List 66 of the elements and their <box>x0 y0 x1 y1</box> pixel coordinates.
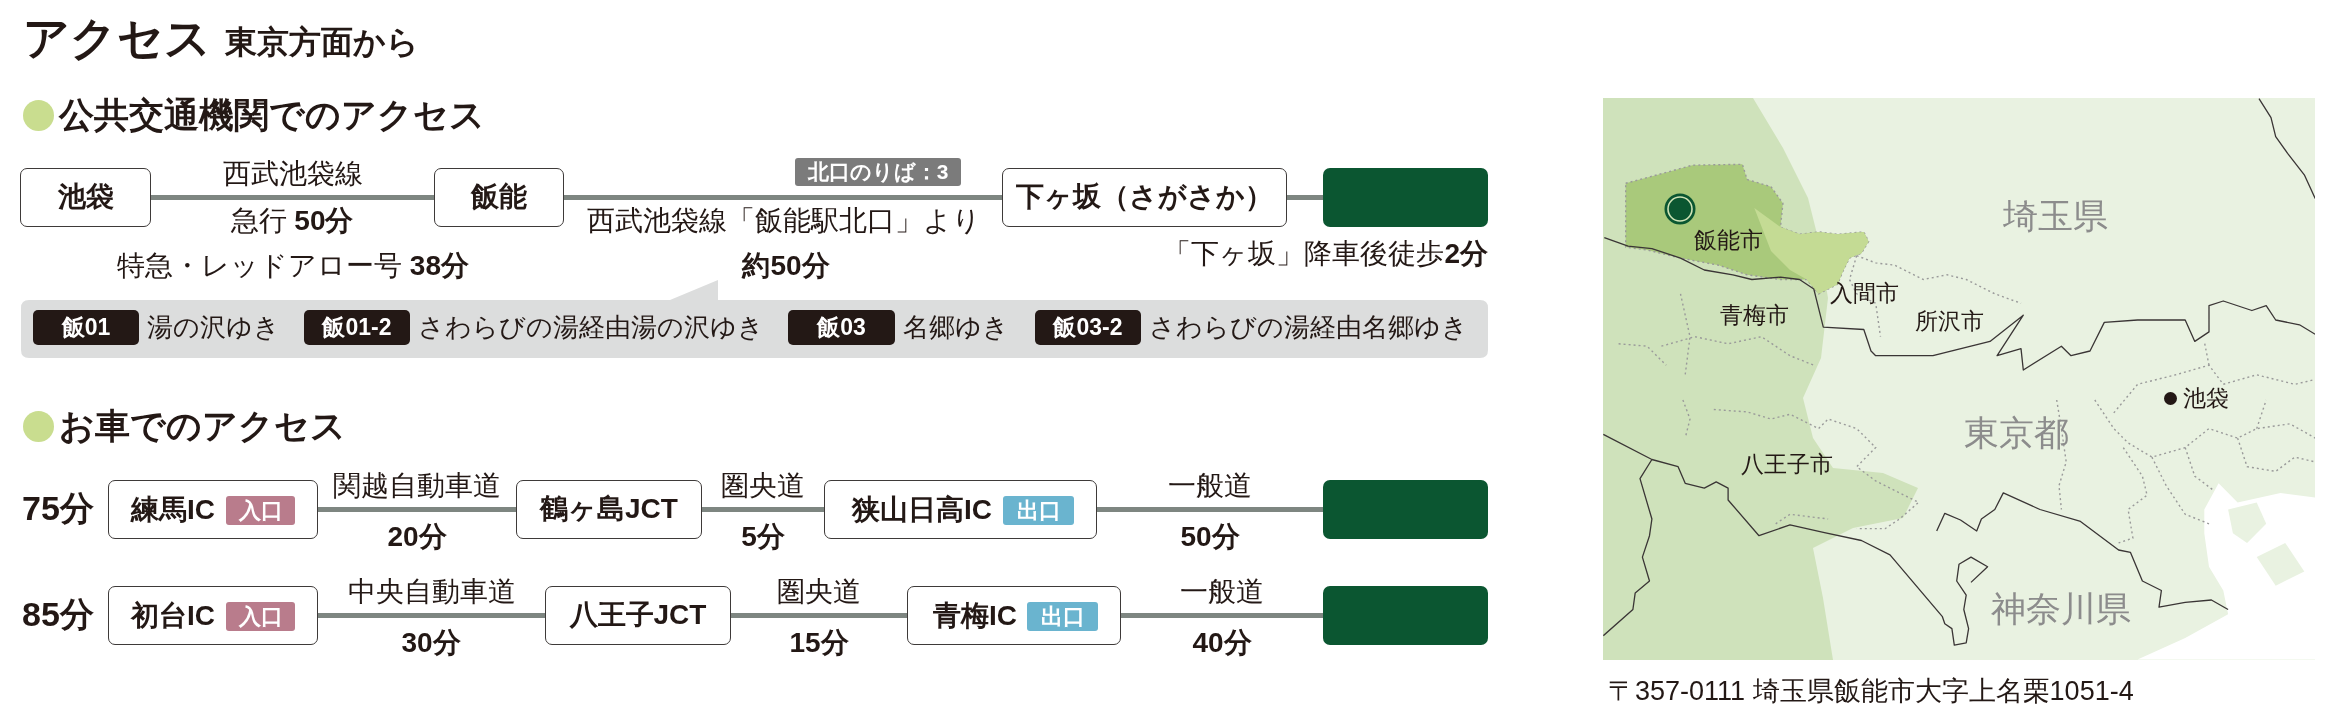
travel-time: 急行 50分 <box>230 205 354 238</box>
interchange-box <box>824 480 1097 539</box>
station-box: 池袋 <box>20 168 151 227</box>
travel-time: 50分 <box>1180 521 1240 554</box>
prefecture-name: 埼玉県 <box>2003 196 2108 237</box>
entrance-tag: 入口 <box>226 496 295 525</box>
bus-number-tag: 飯03-2 <box>1035 310 1141 345</box>
place-name: 入間市 <box>1830 280 1899 307</box>
bus-stop-tag: 北口のりば：3 <box>795 158 961 186</box>
travel-time: 20分 <box>387 521 447 554</box>
route-line <box>1287 195 1323 200</box>
address-text: 〒357-0111 埼玉県飯能市大字上名栗1051-4 <box>1608 676 2134 708</box>
destination-box <box>1323 168 1488 227</box>
interchange-name: 青梅IC <box>933 599 1017 632</box>
bus-number-tag: 飯03 <box>788 310 895 345</box>
route-line <box>151 195 434 200</box>
total-time: 85分 <box>22 595 94 635</box>
station-box: 下ヶ坂（さがさか） <box>1002 168 1287 227</box>
route-line <box>318 613 545 618</box>
route-line <box>702 507 824 512</box>
interchange-name: 狭山日高IC <box>852 493 992 526</box>
section-heading: 公共交通機関でのアクセス <box>59 95 485 136</box>
entrance-tag: 入口 <box>226 602 295 631</box>
subtitle: 東京方面から <box>225 24 419 61</box>
travel-time: 30分 <box>401 627 461 660</box>
route-line <box>731 613 907 618</box>
travel-time: 15分 <box>789 627 849 660</box>
travel-time: 40分 <box>1192 627 1252 660</box>
prefecture-name: 東京都 <box>1964 413 2069 454</box>
route-line <box>564 195 1002 200</box>
total-time: 75分 <box>22 489 94 529</box>
exit-tag: 出口 <box>1003 496 1074 525</box>
destination-text: 湯の沢ゆき <box>147 312 280 343</box>
destination-box <box>1323 480 1488 539</box>
page-title: アクセス <box>23 12 211 65</box>
place-name: 八王子市 <box>1741 451 1833 478</box>
interchange-box <box>907 586 1121 645</box>
station-box: 鶴ヶ島JCT <box>516 480 702 539</box>
prefecture-name: 神奈川県 <box>1991 589 2131 630</box>
destination-text: さわらびの湯経由名郷ゆき <box>1149 312 1468 343</box>
travel-time: 特急・レッドアロー号 38分 <box>117 250 469 283</box>
place-name: 所沢市 <box>1915 308 1984 335</box>
route-line <box>318 507 516 512</box>
interchange-name: 初台IC <box>131 599 215 632</box>
walk-note: 「下ヶ坂」降車後徒歩2分 <box>1163 238 1488 271</box>
route-note: 西武池袋線「飯能駅北口」より <box>587 205 981 238</box>
travel-time: 約50分 <box>742 250 830 283</box>
place-name: 飯能市 <box>1694 227 1763 254</box>
interchange-box <box>108 586 318 645</box>
destination-box <box>1323 586 1488 645</box>
travel-time: 5分 <box>741 521 785 554</box>
place-name: 青梅市 <box>1720 302 1789 329</box>
route-line <box>1097 507 1323 512</box>
bus-route-panel <box>21 280 1488 358</box>
station-box: 飯能 <box>434 168 564 227</box>
exit-tag: 出口 <box>1027 602 1098 631</box>
bus-number-tag: 飯01-2 <box>304 310 410 345</box>
destination-text: 名郷ゆき <box>903 312 1009 343</box>
place-name: 池袋 <box>2183 385 2229 412</box>
bus-number-tag: 飯01 <box>33 310 139 345</box>
route-line <box>1121 613 1323 618</box>
section-heading: お車でのアクセス <box>59 406 346 447</box>
interchange-name: 練馬IC <box>131 493 215 526</box>
interchange-box <box>108 480 318 539</box>
destination-text: さわらびの湯経由湯の沢ゆき <box>418 312 764 343</box>
station-box: 八王子JCT <box>545 586 731 645</box>
